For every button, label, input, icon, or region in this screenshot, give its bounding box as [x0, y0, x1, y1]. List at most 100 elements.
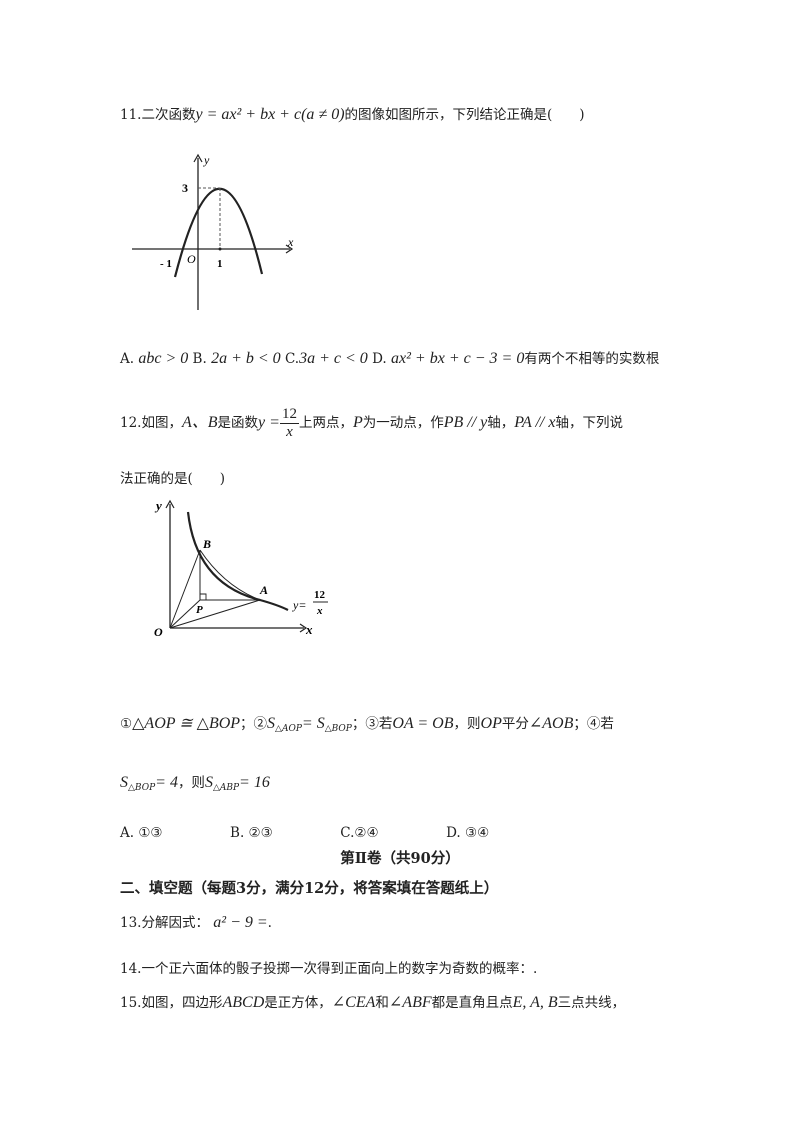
q15-and: 和	[375, 995, 389, 1011]
q12-hyperbola-graph: y x O B A P y= 12 x	[154, 498, 328, 639]
q12-a-label: A	[259, 583, 268, 597]
q13-label: 13.分解因式：	[120, 915, 209, 931]
q11-tick-neg1: - 1	[160, 258, 172, 270]
q12-seg-ob	[169, 549, 201, 629]
q12-s3-b: ，则	[453, 716, 481, 732]
q15-end: 三点共线，	[557, 995, 626, 1011]
q12-s4-b: ，则	[177, 775, 205, 791]
q12-curve-den: x	[316, 605, 323, 617]
q12-s2-sub2: △BOP	[324, 724, 352, 734]
q11-opt-d: ax² + bx + c − 3 = 0	[391, 350, 525, 367]
q12-s4-sub2: △ABP	[212, 783, 240, 793]
q11-y-arrow	[193, 153, 203, 163]
q12-options: A. ①③ B. ②③ C.②④ D. ③④	[120, 825, 490, 841]
q12-o-label: O	[154, 625, 163, 639]
q15-mid1: 是正方体，	[264, 995, 332, 1011]
q12-b-label: B	[202, 537, 211, 551]
q11-formula: y = ax² + bx + c(a ≠ 0)	[195, 106, 345, 123]
q11-opt-b: 2a + b < 0	[211, 350, 281, 367]
q15-start: 15.如图，四边形	[120, 995, 223, 1011]
q12-stem-3: 上两点，	[298, 415, 353, 431]
q13-math: a² − 9 =	[213, 914, 268, 931]
q12-curve-y: y=	[292, 598, 306, 612]
q11-opt-b-label: B.	[192, 351, 207, 367]
q11-opt-a: abc > 0	[138, 350, 189, 367]
q12-seg-oa	[169, 599, 261, 629]
q12-x-label: x	[305, 622, 313, 637]
q12-p-label: P	[196, 604, 203, 616]
section2-heading: 二、填空题（每题3分，满分12分，将答案填在答题纸上）	[120, 880, 499, 897]
q12-s2-sub1: △AOP	[275, 724, 302, 734]
q12-x-arrow	[299, 623, 308, 633]
q12-s4: ；④若	[573, 716, 614, 732]
q12-s2-s1: S	[267, 715, 276, 732]
q12-seg-op	[169, 599, 201, 629]
q11-parabola	[173, 187, 264, 278]
q12-func-num: 12	[279, 406, 299, 424]
q12-s4-val: = 4	[155, 774, 178, 791]
q12-seg-ab	[199, 549, 261, 601]
q12-statements-line1: ①△AOP ≅ △BOP；②S△AOP= S△BOP；③若OA = OB，则OP…	[120, 713, 614, 740]
q11-x-label: x	[287, 235, 294, 249]
q12-stem-1: 12.如图，	[120, 415, 182, 431]
q12-stem-2: 是函数	[217, 415, 259, 431]
q14: 14.一个正六面体的骰子投掷一次得到正面向上的数字为奇数的概率：.	[120, 961, 538, 977]
q12-func-den: x	[286, 424, 293, 440]
q11-origin: O	[187, 252, 196, 266]
q12-statements-line2: S△BOP= 4，则S△ABP= 16	[120, 772, 270, 799]
q12-pa-x: PA // x	[514, 414, 556, 431]
q13: 13.分解因式： a² − 9 =.	[120, 912, 272, 934]
q11-opt-a-label: A.	[120, 351, 135, 367]
q12-stem-5: 轴，	[487, 415, 515, 431]
q12-s1: ①	[120, 716, 133, 732]
q12-s3: ；③若	[351, 716, 393, 732]
q12-right-angle	[200, 593, 207, 600]
section-title: 第Ⅱ卷（共90分）	[340, 850, 460, 867]
q11-stem: 11.二次函数y = ax² + bx + c(a ≠ 0)的图像如图所示，下列…	[120, 104, 585, 126]
q11-stem-start: 11.二次函数	[120, 107, 196, 123]
q12-s3-op: OP	[480, 715, 502, 732]
q15-pts: E, A, B	[512, 994, 558, 1011]
q12-func-y: y =	[258, 414, 280, 431]
q12-pb-y: PB // y	[443, 414, 488, 431]
q15-ang2: ∠ABF	[388, 994, 432, 1011]
q12-s3-ang: ∠AOB	[528, 715, 574, 732]
q11-opt-d-end: 有两个不相等的实数根	[524, 351, 660, 367]
q11-point-1	[218, 247, 222, 251]
q12-s2: ；②	[240, 716, 268, 732]
q12-stem-6: 轴，下列说	[555, 415, 623, 431]
q12-s1-math: △AOP ≅ △BOP	[132, 715, 241, 732]
q12-stem-4: 为一动点，作	[362, 415, 444, 431]
q12-hyperbola	[186, 511, 289, 611]
q11-opt-c: 3a + c < 0	[299, 350, 368, 367]
q11-opt-c-label: C.	[284, 351, 300, 367]
q15: 15.如图，四边形ABCD是正方体，∠CEA和∠ABF都是直角且点E, A, B…	[120, 992, 625, 1014]
q12-stem-line2: 法正确的是( )	[120, 471, 226, 487]
q11-opt-d-label: D.	[372, 351, 387, 367]
q12-s3-c: 平分	[501, 716, 529, 732]
q11-options: A. abc > 0 B. 2a + b < 0 C.3a + c < 0 D.…	[120, 348, 659, 370]
q12-point-p: P	[352, 414, 363, 431]
q12-s2-eq: = S	[301, 715, 325, 732]
q11-y-label: y	[203, 153, 210, 167]
q11-parabola-graph: y x 3 O 1 - 1	[132, 153, 294, 310]
q13-end: .	[267, 915, 272, 931]
q12-s4-sub: △BOP	[128, 783, 156, 793]
q11-stem-end: 的图像如图所示，下列结论正确是( )	[344, 107, 585, 123]
q12-s4-val2: = 16	[239, 774, 270, 791]
q11-tick-1: 1	[217, 258, 223, 270]
q11-x-arrow	[285, 244, 294, 254]
q15-abcd: ABCD	[222, 994, 265, 1011]
q12-s4-s: S	[120, 774, 128, 791]
q15-ang1: ∠CEA	[331, 994, 376, 1011]
q12-points-ab: A、B	[181, 414, 218, 431]
q12-s4-s2: S	[204, 774, 213, 791]
q15-mid2: 都是直角且点	[431, 995, 513, 1011]
q12-y-arrow	[165, 499, 175, 509]
q12-y-label: y	[154, 498, 162, 513]
q12-curve-num: 12	[314, 589, 326, 601]
q11-tick-3: 3	[182, 181, 188, 195]
q12-s3-math: OA = OB	[392, 715, 454, 732]
